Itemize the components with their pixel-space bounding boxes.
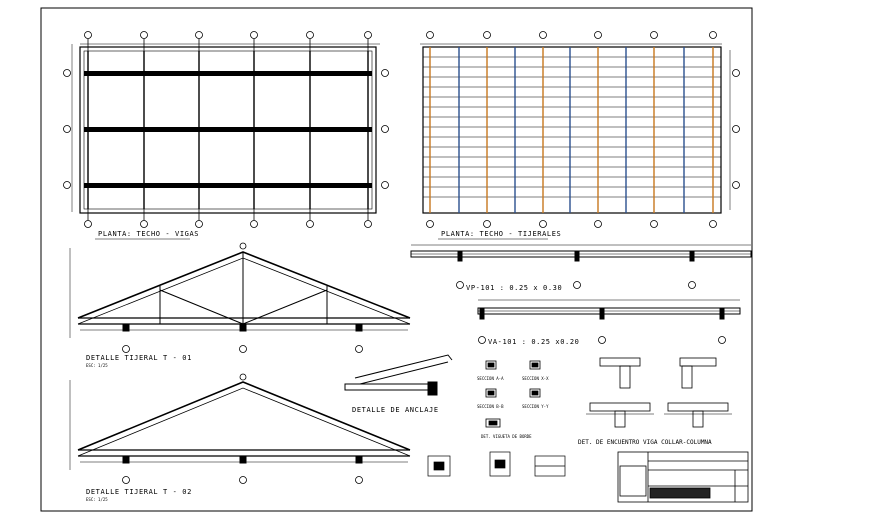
sections-group: [485, 360, 541, 428]
anchor-detail-title: DETALLE DE ANCLAJE: [352, 406, 439, 414]
truss-t02-title: DETALLE TIJERAL T - 02: [86, 488, 192, 496]
title-block: [617, 451, 749, 503]
collar-column-details: [586, 357, 732, 428]
section-aa-label: SECCION A-A: [477, 376, 504, 381]
truss-t01-scale: ESC: 1/25: [86, 363, 108, 368]
truss-t02-detail: [69, 373, 411, 484]
beam-vp101: [410, 244, 752, 289]
section-yy-label: SECCION Y-Y: [522, 404, 549, 409]
truss-lines-colored: [429, 47, 714, 213]
beam-va101: [477, 299, 741, 344]
truss-t01-detail: [69, 242, 411, 353]
border-beam-label: DET. VIGUETA DE BORDE: [481, 434, 532, 439]
plan-trusses-title: PLANTA: TECHO - TIJERALES: [441, 230, 561, 238]
sheet-border: [40, 7, 753, 512]
truss-t01-title: DETALLE TIJERAL T - 01: [86, 354, 192, 362]
beam-va101-title: VA-101 : 0.25 x0.20: [488, 338, 579, 346]
truss-t02-scale: ESC: 1/25: [86, 497, 108, 502]
plan-roof-beams: PLANTA: TECHO - VIGAS: [63, 31, 389, 240]
section-xx-label: SECCION X-X: [522, 376, 549, 381]
small-footing-details: [427, 451, 566, 477]
plan-beams-title: PLANTA: TECHO - VIGAS: [98, 230, 199, 238]
section-bb-label: SECCION B-B: [477, 404, 504, 409]
beam-vp101-title: VP-101 : 0.25 x 0.30: [466, 284, 562, 292]
collar-joint-title: DET. DE ENCUENTRO VIGA COLLAR-COLUMNA: [578, 439, 712, 446]
plan-roof-trusses: PLANTA: TECHO - TIJERALES: [420, 31, 740, 240]
anchor-detail: [344, 354, 453, 396]
